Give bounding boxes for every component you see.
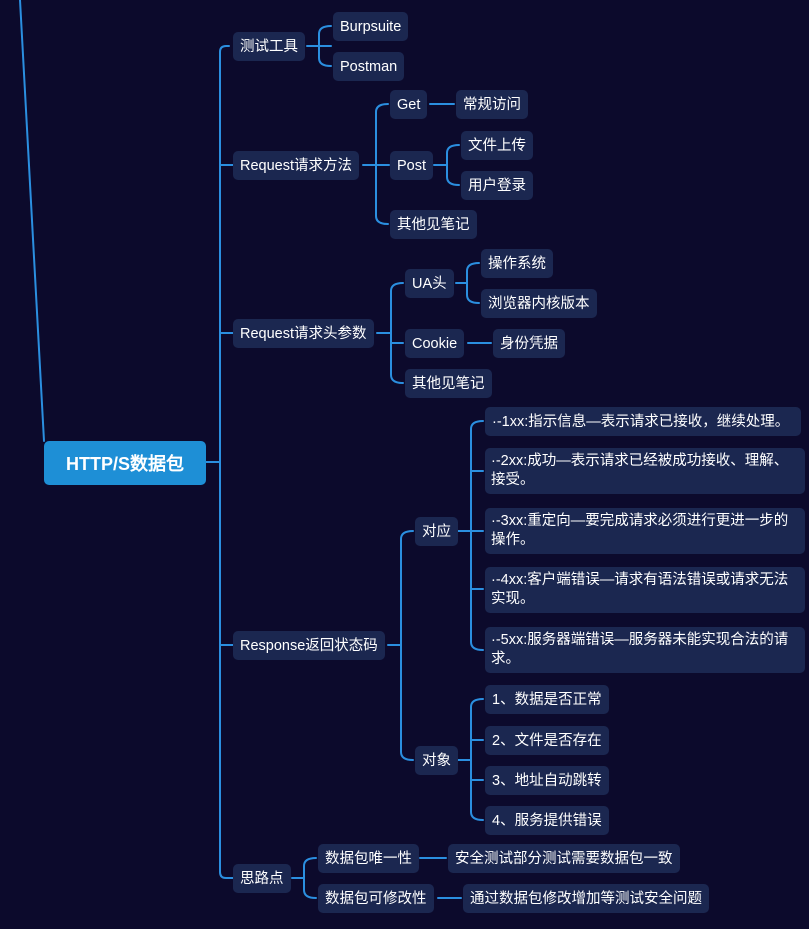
node-request-header[interactable]: Request请求头参数 <box>233 319 374 348</box>
node-get[interactable]: Get <box>390 90 428 119</box>
node-user-login[interactable]: 用户登录 <box>461 171 533 200</box>
node-operating-system[interactable]: 操作系统 <box>481 249 553 278</box>
node-normal-access[interactable]: 常规访问 <box>456 90 528 119</box>
node-code-3xx[interactable]: ·-3xx:重定向—要完成请求必须进行更进一步的操作。 <box>485 508 805 554</box>
node-burpsuite[interactable]: Burpsuite <box>333 12 409 41</box>
node-code-1xx[interactable]: ·-1xx:指示信息—表示请求已接收，继续处理。 <box>485 407 801 436</box>
node-object-3[interactable]: 3、地址自动跳转 <box>485 766 609 795</box>
node-identity-credential[interactable]: 身份凭据 <box>493 329 565 358</box>
node-test-tools[interactable]: 测试工具 <box>233 32 305 61</box>
node-method-other[interactable]: 其他见笔记 <box>390 210 477 239</box>
node-file-upload[interactable]: 文件上传 <box>461 131 533 160</box>
root-node[interactable]: HTTP/S数据包 <box>44 441 206 485</box>
node-postman[interactable]: Postman <box>333 52 405 81</box>
node-response-status[interactable]: Response返回状态码 <box>233 631 385 660</box>
node-code-2xx[interactable]: ·-2xx:成功—表示请求已经被成功接收、理解、接受。 <box>485 448 805 494</box>
node-modifiability-detail[interactable]: 通过数据包修改增加等测试安全问题 <box>463 884 709 913</box>
node-header-other[interactable]: 其他见笔记 <box>405 369 492 398</box>
node-object-4[interactable]: 4、服务提供错误 <box>485 806 609 835</box>
node-post[interactable]: Post <box>390 151 434 180</box>
node-request-method[interactable]: Request请求方法 <box>233 151 360 180</box>
node-cookie[interactable]: Cookie <box>405 329 465 358</box>
node-mapping[interactable]: 对应 <box>415 517 458 546</box>
node-code-4xx[interactable]: ·-4xx:客户端错误—请求有语法错误或请求无法实现。 <box>485 567 805 613</box>
node-code-5xx[interactable]: ·-5xx:服务器端错误—服务器未能实现合法的请求。 <box>485 627 805 673</box>
node-object-1[interactable]: 1、数据是否正常 <box>485 685 609 714</box>
node-object-2[interactable]: 2、文件是否存在 <box>485 726 609 755</box>
node-browser-kernel-version[interactable]: 浏览器内核版本 <box>481 289 597 318</box>
node-packet-modifiability[interactable]: 数据包可修改性 <box>318 884 434 913</box>
node-ideas[interactable]: 思路点 <box>233 864 291 893</box>
node-uniqueness-detail[interactable]: 安全测试部分测试需要数据包一致 <box>448 844 680 873</box>
node-objects[interactable]: 对象 <box>415 746 458 775</box>
node-packet-uniqueness[interactable]: 数据包唯一性 <box>318 844 419 873</box>
node-ua-header[interactable]: UA头 <box>405 269 454 298</box>
